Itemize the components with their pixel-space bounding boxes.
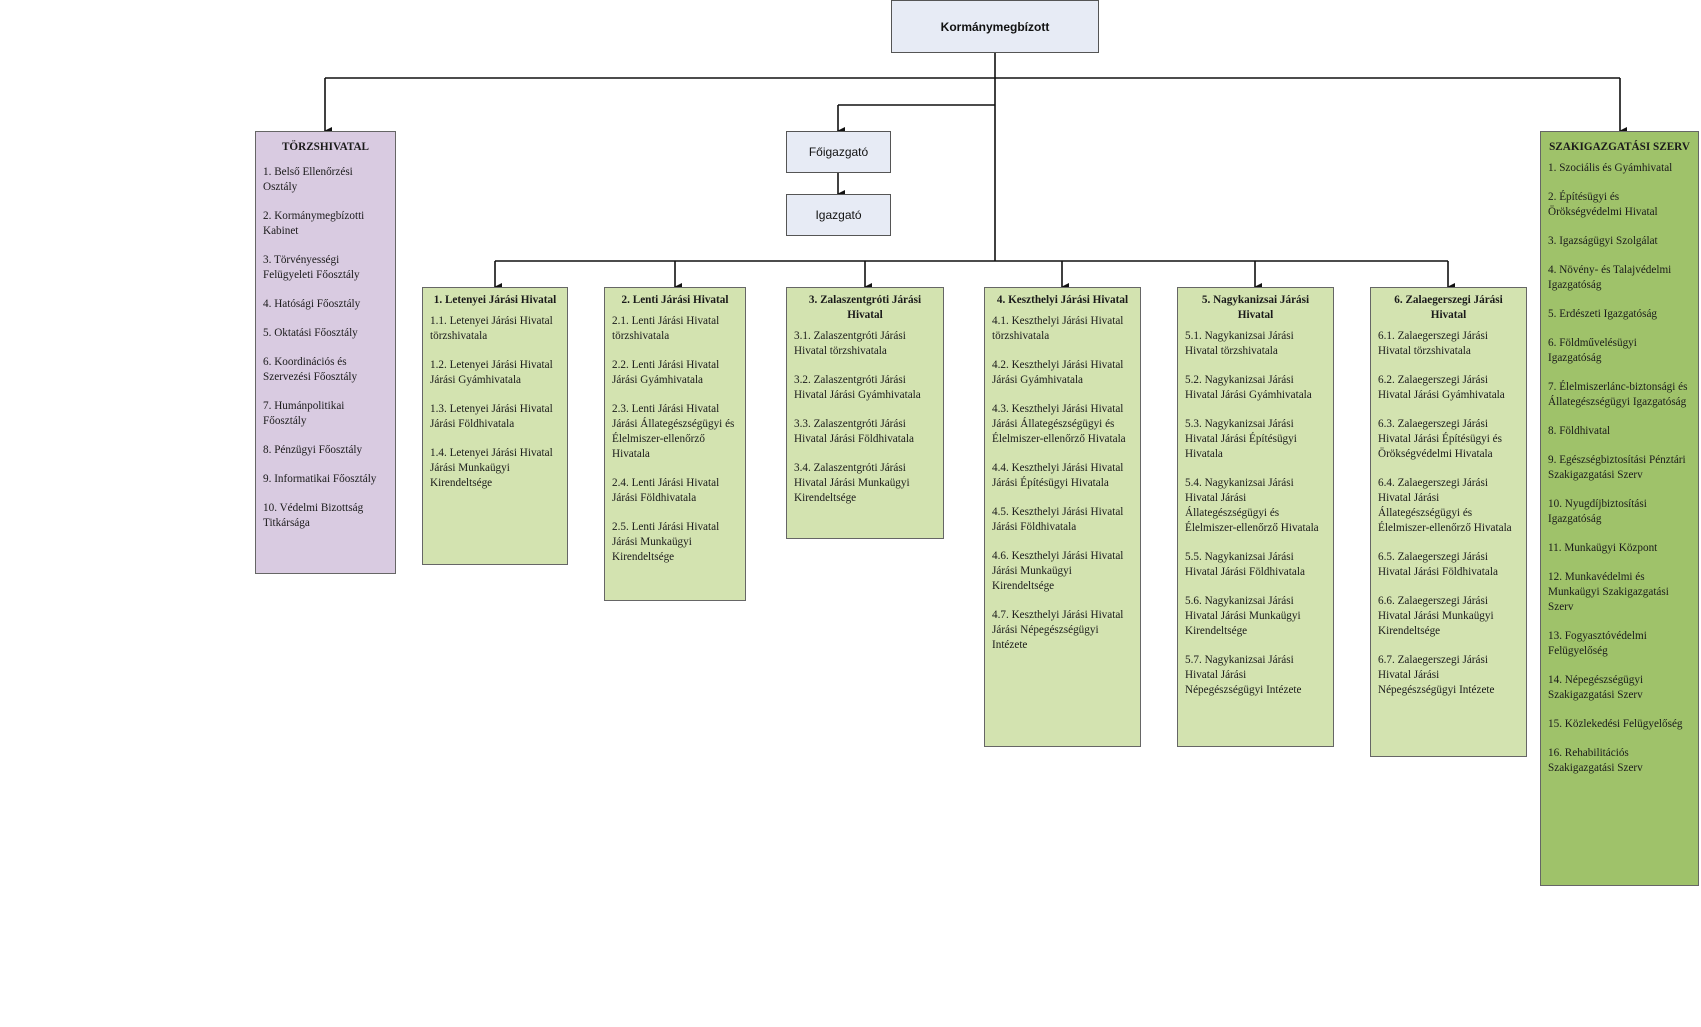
szakigazgatasi-item: 11. Munkaügyi Központ (1548, 542, 1658, 554)
szakigazgatasi-item: 1. Szociális és Gyámhivatal (1548, 162, 1673, 174)
szakigazgatasi-title: SZAKIGAZGATÁSI SZERV (1549, 141, 1690, 153)
office-lenti-box: 2. Lenti Járási Hivatal 2.1. Lenti Járás… (604, 287, 746, 601)
szakigazgatasi-item: 8. Földhivatal (1548, 425, 1611, 437)
szakigazgatasi-item: 13. Fogyasztóvédelmi Felügyelőség (1548, 630, 1647, 657)
office-item: 6.6. Zalaegerszegi Járási Hivatal Járási… (1378, 595, 1494, 637)
office-item: 3.3. Zalaszentgróti Járási Hivatal Járás… (794, 418, 914, 445)
office-item: 4.4. Keszthelyi Járási Hivatal Járási Ép… (992, 462, 1124, 489)
szakigazgatasi-item: 5. Erdészeti Igazgatóság (1548, 308, 1658, 320)
office-title: 3. Zalaszentgróti Járási Hivatal (808, 294, 922, 321)
szakigazgatasi-item: 14. Népegészségügyi Szakigazgatási Szerv (1548, 674, 1644, 701)
szakigazgatasi-item: 3. Igazságügyi Szolgálat (1548, 235, 1658, 247)
igazgato-box: Igazgató (786, 194, 891, 236)
office-title: 1. Letenyei Járási Hivatal (433, 294, 557, 306)
igazgato-label: Igazgató (815, 208, 862, 222)
office-item: 6.4. Zalaegerszegi Járási Hivatal Járási… (1378, 477, 1512, 534)
office-nagykanizsa-box: 5. Nagykanizsai Járási Hivatal 5.1. Nagy… (1177, 287, 1334, 747)
kormanymegbizott-label: Kormánymegbízott (940, 19, 1050, 34)
office-item: 1.2. Letenyei Járási Hivatal Járási Gyám… (430, 359, 553, 386)
szakigazgatasi-item: 6. Földművelésügyi Igazgatóság (1548, 337, 1637, 364)
office-item: 4.5. Keszthelyi Járási Hivatal Járási Fö… (992, 506, 1124, 533)
szakigazgatasi-item: 2. Építésügyi és Örökségvédelmi Hivatal (1548, 191, 1658, 218)
office-item: 1.1. Letenyei Járási Hivatal törzshivata… (430, 315, 553, 342)
office-item: 2.2. Lenti Járási Hivatal Járási Gyámhiv… (612, 359, 720, 386)
office-item: 5.3. Nagykanizsai Járási Hivatal Járási … (1185, 418, 1297, 460)
office-item: 6.3. Zalaegerszegi Járási Hivatal Járási… (1378, 418, 1502, 460)
office-title: 4. Keszthelyi Járási Hivatal (996, 294, 1129, 306)
torzshivatal-item: 4. Hatósági Főosztály (263, 298, 361, 310)
torzshivatal-item: 8. Pénzügyi Főosztály (263, 444, 363, 456)
torzshivatal-box: TÖRZSHIVATAL 1. Belső Ellenőrzési Osztál… (255, 131, 396, 574)
torzshivatal-item: 7. Humánpolitikai Főosztály (263, 400, 345, 427)
office-item: 6.2. Zalaegerszegi Járási Hivatal Járási… (1378, 374, 1505, 401)
office-item: 2.3. Lenti Járási Hivatal Járási Állateg… (612, 403, 735, 460)
szakigazgatasi-item: 4. Növény- és Talajvédelmi Igazgatóság (1548, 264, 1672, 291)
office-item: 2.4. Lenti Járási Hivatal Járási Földhiv… (612, 477, 720, 504)
office-zalaszentgrot-box: 3. Zalaszentgróti Járási Hivatal 3.1. Za… (786, 287, 944, 539)
office-item: 4.3. Keszthelyi Járási Hivatal Járási Ál… (992, 403, 1126, 445)
office-item: 5.5. Nagykanizsai Járási Hivatal Járási … (1185, 551, 1305, 578)
torzshivatal-title: TÖRZSHIVATAL (281, 141, 370, 153)
szakigazgatasi-item: 10. Nyugdíjbiztosítási Igazgatóság (1548, 498, 1647, 525)
office-keszthely-box: 4. Keszthelyi Járási Hivatal 4.1. Keszth… (984, 287, 1141, 747)
foigazgato-box: Főigazgató (786, 131, 891, 173)
office-item: 3.4. Zalaszentgróti Járási Hivatal Járás… (794, 462, 910, 504)
office-item: 5.1. Nagykanizsai Járási Hivatal törzshi… (1185, 330, 1294, 357)
szakigazgatasi-box: SZAKIGAZGATÁSI SZERV 1. Szociális és Gyá… (1540, 131, 1699, 886)
szakigazgatasi-item: 7. Élelmiszerlánc-biztonsági és Állategé… (1548, 381, 1688, 408)
office-item: 5.4. Nagykanizsai Járási Hivatal Járási … (1185, 477, 1319, 534)
office-item: 3.1. Zalaszentgróti Járási Hivatal törzs… (794, 330, 906, 357)
office-item: 6.5. Zalaegerszegi Járási Hivatal Járási… (1378, 551, 1498, 578)
office-item: 3.2. Zalaszentgróti Járási Hivatal Járás… (794, 374, 921, 401)
szakigazgatasi-item: 15. Közlekedési Felügyelőség (1548, 718, 1683, 730)
office-title: 2. Lenti Járási Hivatal (621, 294, 729, 306)
torzshivatal-item: 9. Informatikai Főosztály (263, 473, 377, 485)
torzshivatal-item: 6. Koordinációs és Szervezési Főosztály (263, 356, 358, 383)
szakigazgatasi-item: 12. Munkavédelmi és Munkaügyi Szakigazga… (1548, 571, 1669, 613)
office-title: 6. Zalaegerszegi Járási Hivatal (1394, 294, 1503, 321)
office-item: 1.3. Letenyei Járási Hivatal Járási Föld… (430, 403, 553, 430)
office-item: 4.1. Keszthelyi Járási Hivatal törzshiva… (992, 315, 1124, 342)
office-letenye-box: 1. Letenyei Járási Hivatal 1.1. Letenyei… (422, 287, 568, 565)
office-item: 2.5. Lenti Járási Hivatal Járási Munkaüg… (612, 521, 720, 563)
torzshivatal-item: 1. Belső Ellenőrzési Osztály (263, 166, 353, 193)
office-item: 2.1. Lenti Járási Hivatal törzshivatala (612, 315, 720, 342)
szakigazgatasi-item: 16. Rehabilitációs Szakigazgatási Szerv (1548, 747, 1643, 774)
torzshivatal-item: 2. Kormánymegbízotti Kabinet (263, 210, 365, 237)
office-title: 5. Nagykanizsai Járási Hivatal (1201, 294, 1310, 321)
office-item: 4.6. Keszthelyi Járási Hivatal Járási Mu… (992, 550, 1124, 592)
office-item: 5.6. Nagykanizsai Járási Hivatal Járási … (1185, 595, 1301, 637)
foigazgato-label: Főigazgató (808, 145, 869, 159)
office-zalaegerszeg-box: 6. Zalaegerszegi Járási Hivatal 6.1. Zal… (1370, 287, 1527, 757)
office-item: 4.7. Keszthelyi Járási Hivatal Járási Né… (992, 609, 1124, 651)
office-item: 4.2. Keszthelyi Járási Hivatal Járási Gy… (992, 359, 1124, 386)
office-item: 5.2. Nagykanizsai Járási Hivatal Járási … (1185, 374, 1312, 401)
office-item: 6.7. Zalaegerszegi Járási Hivatal Járási… (1378, 654, 1495, 696)
szakigazgatasi-item: 9. Egészségbiztosítási Pénztári Szakigaz… (1548, 454, 1686, 481)
torzshivatal-item: 3. Törvényességi Felügyeleti Főosztály (263, 254, 360, 281)
torzshivatal-item: 10. Védelmi Bizottság Titkársága (263, 502, 364, 529)
office-item: 1.4. Letenyei Járási Hivatal Járási Munk… (430, 447, 553, 489)
torzshivatal-item: 5. Oktatási Főosztály (263, 327, 358, 339)
kormanymegbizott-box: Kormánymegbízott (891, 0, 1099, 53)
office-item: 5.7. Nagykanizsai Járási Hivatal Járási … (1185, 654, 1302, 696)
office-item: 6.1. Zalaegerszegi Járási Hivatal törzsh… (1378, 330, 1488, 357)
